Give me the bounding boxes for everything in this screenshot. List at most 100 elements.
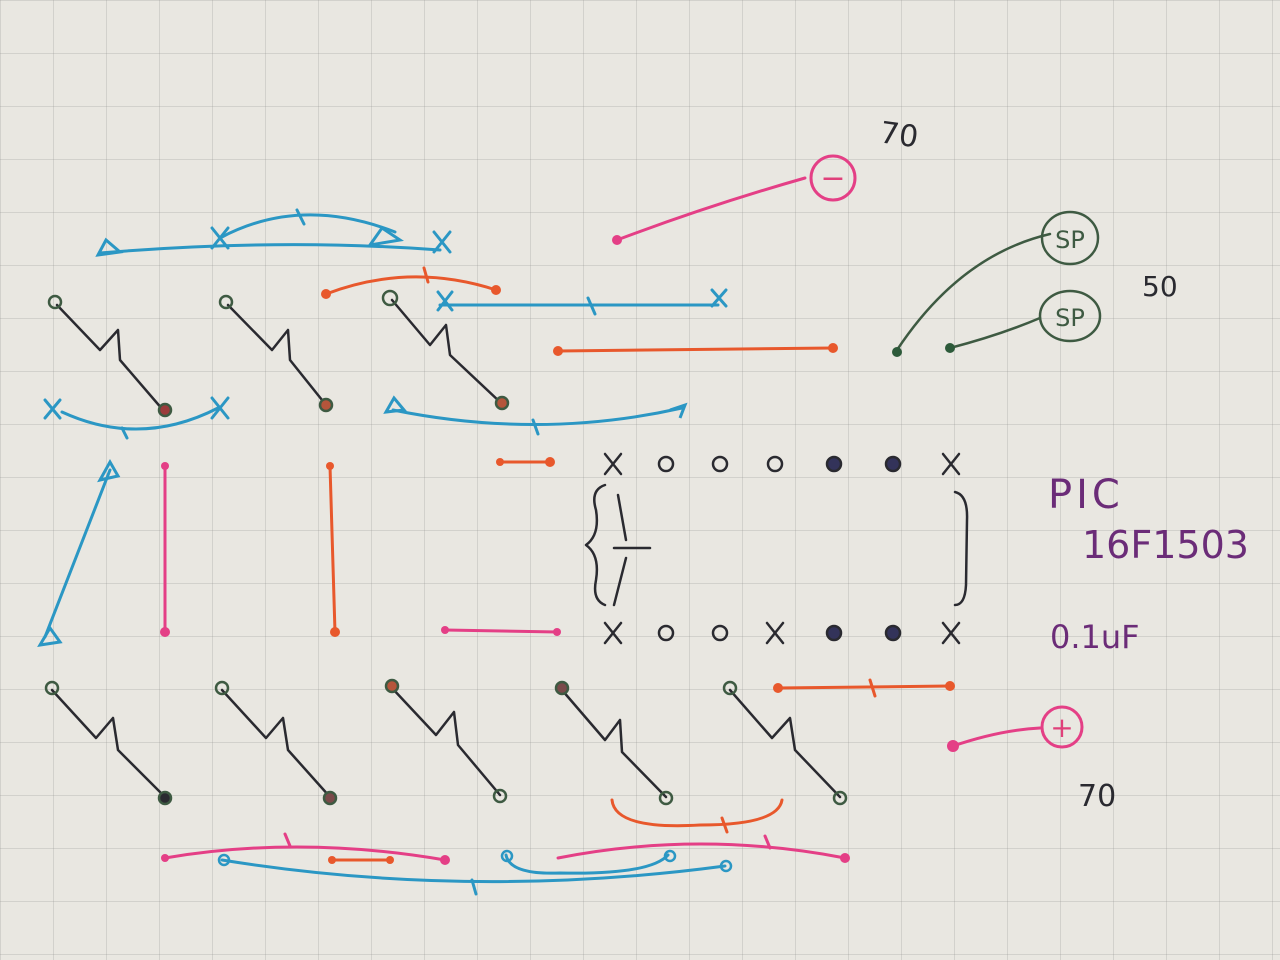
orange-terminal: [773, 683, 783, 693]
blue-x-marker: [210, 226, 230, 250]
chip-pin-used: [884, 455, 902, 473]
speaker-terminal: [945, 343, 955, 353]
blue-x-marker: [710, 288, 728, 308]
pink-wires: [163, 176, 1042, 862]
value-sp-label: 50: [1142, 270, 1178, 303]
blue-terminal: [663, 849, 677, 863]
pink-terminal: [553, 628, 561, 636]
blue-wire-top-arc: [218, 213, 397, 240]
switch-top-2: [226, 303, 328, 407]
blue-triangle-marker: [383, 395, 407, 414]
blue-x-marker: [210, 396, 230, 420]
chip-pin-open: [711, 455, 729, 473]
blue-wire-bottom-short: [504, 853, 670, 875]
pink-terminal: [840, 853, 850, 863]
blue-triangle-marker: [97, 458, 121, 483]
blue-terminal: [719, 859, 733, 873]
orange-terminal: [496, 458, 504, 466]
orange-terminal: [328, 856, 336, 864]
chip-pin-used: [884, 624, 902, 642]
switch-terminal-open: [47, 294, 63, 310]
switch-terminal-open: [722, 680, 738, 696]
orange-terminal: [945, 681, 955, 691]
orange-terminal: [321, 289, 331, 299]
blue-wire-diagonal: [43, 468, 112, 639]
orange-terminal: [330, 627, 340, 637]
chip-pin-open: [657, 455, 675, 473]
switch-bot-3: [390, 686, 502, 797]
pink-terminal: [947, 740, 959, 752]
blue-tick: [531, 418, 540, 436]
chip-pin-used: [825, 455, 843, 473]
blue-tick: [120, 426, 129, 440]
switch-terminal-filled: [384, 678, 400, 694]
switch-terminal-filled: [157, 790, 173, 806]
orange-wire-top-arc: [324, 275, 498, 296]
plus-label: +: [1050, 711, 1073, 744]
wire-layer: [43, 176, 1052, 896]
switch-bot-5: [728, 688, 842, 799]
blue-wires: [43, 208, 727, 896]
pink-wire-bottom-right: [556, 842, 847, 860]
orange-terminal: [326, 462, 334, 470]
switch-terminal-open: [218, 294, 234, 310]
pink-wire-plus: [951, 726, 1042, 748]
blue-wire-bottom-long: [220, 858, 727, 884]
blue-wire-mid-loop: [391, 406, 684, 426]
speaker-terminal: [892, 347, 902, 357]
switch-terminal-filled: [318, 397, 334, 413]
blue-tick: [586, 296, 597, 316]
blue-wire-left-loop: [60, 406, 220, 431]
switch-terminal-open: [492, 788, 508, 804]
capacitor-symbol: [584, 483, 969, 607]
switch-terminal-open: [658, 790, 674, 806]
pink-terminal: [161, 854, 169, 862]
minus-terminal: −: [809, 154, 857, 202]
switch-bot-4: [560, 688, 668, 799]
switch-terminal-open: [214, 680, 230, 696]
orange-terminal: [553, 346, 563, 356]
pink-terminal: [160, 627, 170, 637]
pink-wire-minus: [615, 176, 807, 242]
pink-wire-bottom-left: [163, 845, 447, 862]
chip-right-bracket: [953, 490, 969, 607]
switch-terminal-filled: [157, 402, 173, 418]
switch-terminal-filled: [322, 790, 338, 806]
value-bottom-label: 70: [1078, 779, 1116, 814]
chip-pin-unused: [941, 621, 961, 645]
blue-tick: [470, 878, 478, 896]
chip-name-line1: PIC: [1048, 472, 1124, 518]
pink-terminal: [612, 235, 622, 245]
orange-wires: [324, 266, 952, 862]
green-wire-sp-bottom: [948, 316, 1042, 350]
blue-triangle-marker: [366, 225, 404, 248]
blue-x-marker: [432, 230, 452, 254]
blue-triangle-marker: [95, 237, 124, 257]
switch-terminal-open: [44, 680, 60, 696]
blue-hook-marker: [669, 402, 688, 419]
blue-tick: [295, 208, 306, 226]
orange-tick: [720, 816, 729, 834]
switch-top-3: [390, 298, 502, 404]
chip-pin-unused: [941, 452, 961, 476]
switch-bot-1: [50, 688, 167, 799]
chip-pin-open: [711, 624, 729, 642]
value-top-label: 70: [878, 115, 921, 155]
blue-triangle-marker: [37, 625, 63, 647]
chip-name-line2: 16F1503: [1082, 523, 1249, 567]
orange-terminal: [491, 285, 501, 295]
speaker-top-label: SP: [1055, 226, 1085, 254]
speaker-bottom-label: SP: [1055, 304, 1085, 332]
green-wire-sp-top: [895, 232, 1052, 352]
marker-layer: [37, 225, 959, 873]
green-wires: [895, 232, 1052, 352]
pink-tick: [763, 834, 772, 850]
orange-wire-right: [776, 684, 952, 690]
blue-wire-top-long: [98, 243, 442, 255]
chip-pin-unused: [603, 452, 623, 476]
pink-terminal: [441, 626, 449, 634]
speaker-top: SP: [1040, 210, 1100, 266]
orange-wire-bottom-u: [610, 798, 784, 828]
pink-tick: [283, 832, 292, 848]
